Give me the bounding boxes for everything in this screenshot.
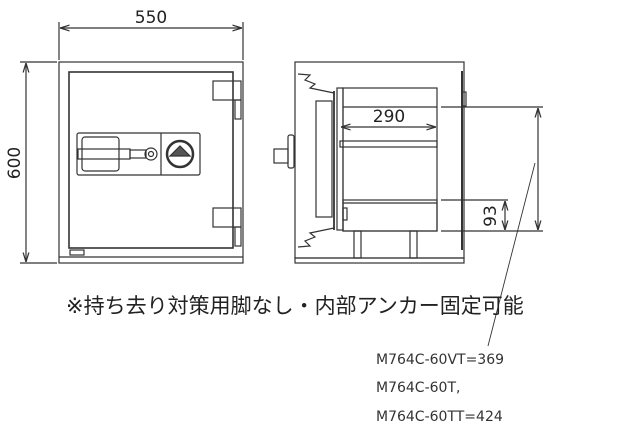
drawer [342,199,438,232]
model-line: M764C-60T, [376,380,461,396]
dial-side-icon [287,134,295,169]
safe-body-front [58,61,244,264]
depth-label: 290 [373,107,405,127]
door [68,71,234,249]
lock-panel [76,132,201,176]
hinge-top [212,80,242,101]
anchor-note: ※持ち去り対策用脚なし・内部アンカー固定可能 [66,294,524,318]
leader-line [487,162,536,347]
shelf [339,140,438,148]
height-label: 600 [5,147,25,179]
drawer-height-label: 93 [481,205,501,227]
model-line: M764C-60VT=369 [376,352,505,368]
key-cylinder-icon [144,147,158,161]
front-view [20,22,244,264]
dial-icon [165,139,195,169]
side-view [273,61,543,347]
width-label: 550 [135,8,167,28]
safe-body-side [294,61,465,259]
hinge-bottom [212,207,242,228]
model-line: M764C-60TT=424 [376,409,503,425]
